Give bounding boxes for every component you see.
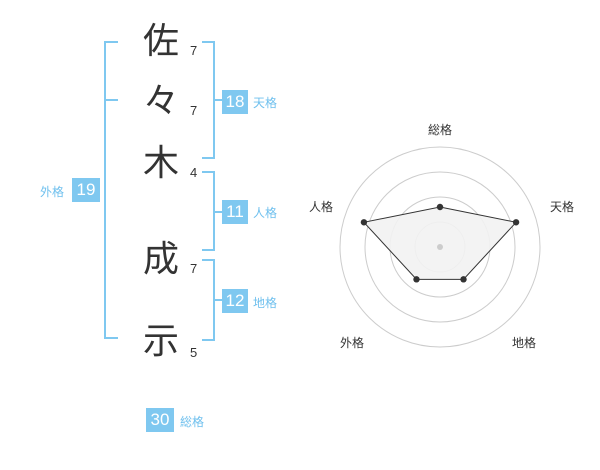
tenkaku-value: 18 [222, 90, 248, 114]
radar-axis-label-chikaku: 地格 [512, 336, 537, 350]
radar-point-5 [360, 219, 368, 226]
name-char-3: 木 [142, 143, 179, 184]
name-char-4: 成 [142, 239, 179, 280]
stroke-count-3: 4 [190, 165, 198, 180]
chikaku-label: 地格 [253, 296, 278, 310]
stroke-count-5: 5 [190, 345, 198, 360]
radar-axis-label-jinkaku: 人格 [309, 200, 334, 214]
radar-point-1 [436, 203, 444, 211]
radar-point-2 [512, 219, 520, 226]
radar-axis-label-soukaku: 総格 [428, 123, 453, 137]
stroke-count-4: 7 [190, 261, 198, 276]
soukaku-label: 総格 [180, 415, 205, 429]
radar-polygon [362, 206, 518, 280]
chikaku-value: 12 [222, 289, 248, 313]
gaikaku-bracket [104, 41, 118, 339]
radar-axis-label-tenkaku: 天格 [550, 200, 575, 214]
radar-center-dot [437, 244, 443, 250]
gaikaku-value: 19 [72, 178, 100, 202]
gaikaku-label: 外格 [40, 185, 65, 199]
radar-ring [364, 171, 516, 323]
soukaku-value: 30 [146, 408, 174, 432]
radar-point-3 [460, 276, 467, 283]
tenkaku-label: 天格 [253, 96, 278, 110]
radar-axis-label-gaikaku: 外格 [340, 336, 365, 350]
jinkaku-label: 人格 [253, 206, 278, 220]
name-char-2: 々 [142, 81, 179, 122]
radar-point-4 [413, 276, 420, 283]
radar-ring [339, 146, 541, 348]
name-char-1: 佐 [142, 21, 179, 62]
name-char-5: 示 [142, 321, 179, 362]
stroke-count-1: 7 [190, 43, 198, 58]
stroke-count-2: 7 [190, 103, 198, 118]
jinkaku-value: 11 [222, 200, 248, 224]
